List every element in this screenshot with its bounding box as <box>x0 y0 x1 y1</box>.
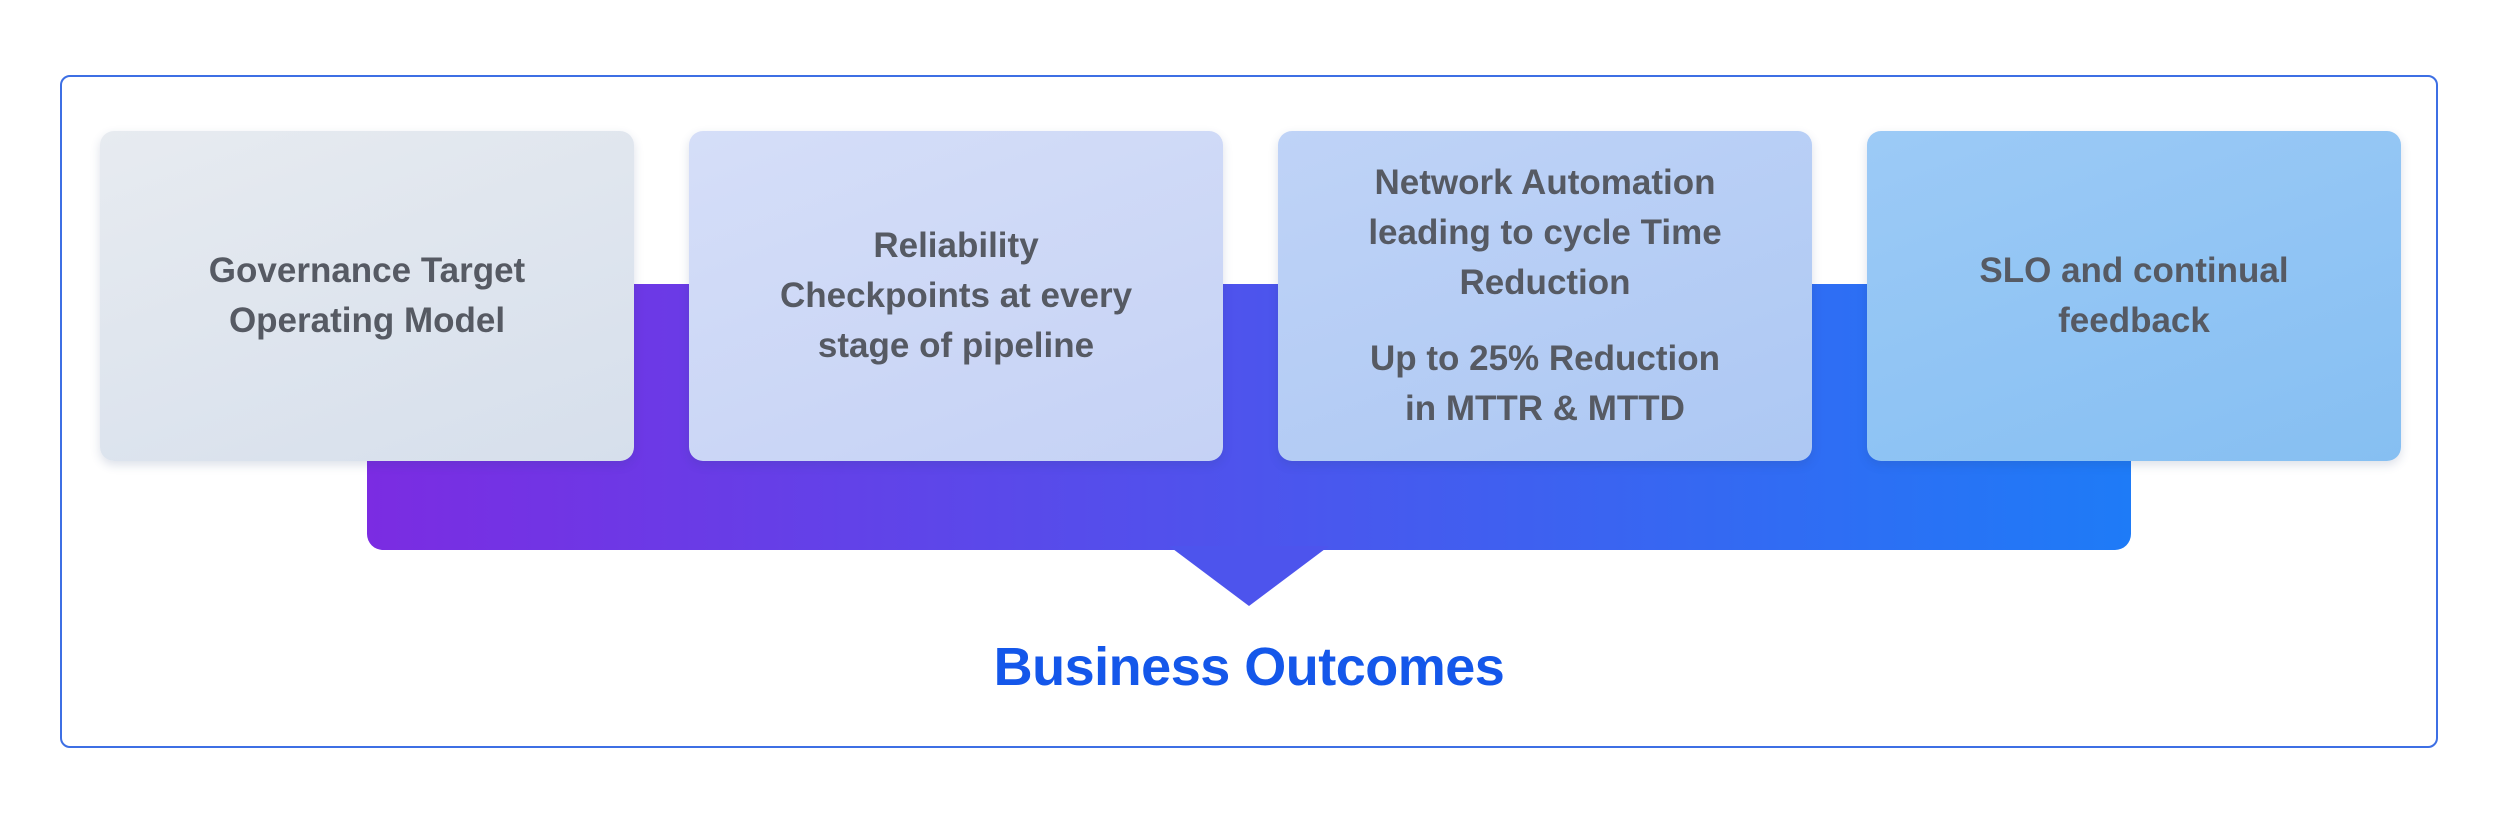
card-reliability-checkpoints: Reliability Checkpoints at every stage o… <box>689 131 1223 461</box>
card-slo-continual-feedback: SLO and continual feedback <box>1867 131 2401 461</box>
card-governance-target-operating-model: Governance Target Operating Model <box>100 131 634 461</box>
card-text-line: Checkpoints at every <box>779 276 1133 315</box>
card-text-line: stage of pipeline <box>817 326 1095 365</box>
card-network-automation: Network Automation leading to cycle Time… <box>1278 131 1812 461</box>
card-text-line: Reduction <box>1459 263 1631 302</box>
card-text-line: feedback <box>2058 301 2210 340</box>
card-text-line: Up to 25% Reduction <box>1369 339 1721 378</box>
card-text-line: Network Automation <box>1374 163 1716 202</box>
card-sub-text: Up to 25% Reduction in MTTR & MTTD <box>1370 334 1720 434</box>
flow-gradient-band <box>367 284 2131 550</box>
card-text-line: SLO and continual <box>1979 251 2289 290</box>
card-text-line: Operating Model <box>228 301 506 340</box>
card-text-line: leading to cycle Time <box>1368 213 1722 252</box>
card-main-text: Network Automation leading to cycle Time… <box>1368 158 1721 308</box>
card-text-line: Reliability <box>873 226 1039 265</box>
business-outcomes-title: Business Outcomes <box>993 637 1505 697</box>
down-arrow-icon <box>1169 546 1329 606</box>
card-text-line: in MTTR & MTTD <box>1405 389 1685 428</box>
card-text-line: Governance Target <box>208 251 526 290</box>
